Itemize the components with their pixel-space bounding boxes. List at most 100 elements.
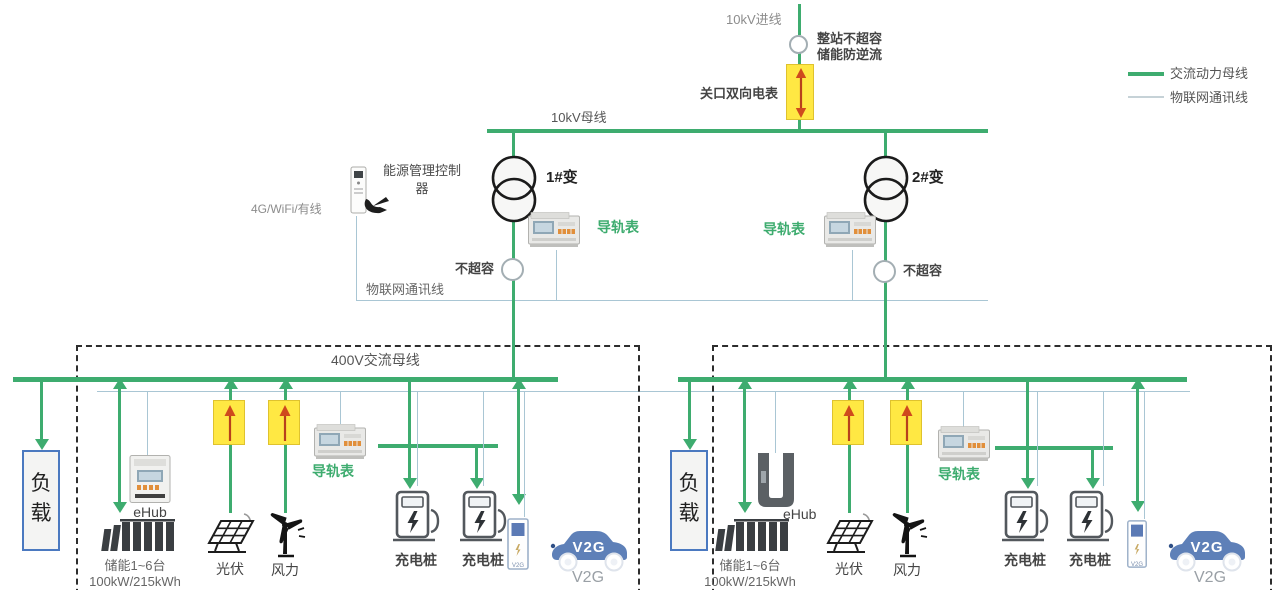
zone1-charger2-drop <box>475 446 478 479</box>
zone1-charger1-comm-stub <box>417 391 418 486</box>
zone1-v2g-line <box>517 388 520 495</box>
ems-controller-icon <box>341 166 393 216</box>
zone2-rail-meter-comm-stub <box>963 391 964 427</box>
no-overload-node-2 <box>873 260 896 283</box>
site-note-line2: 储能防逆流 <box>817 47 883 62</box>
zone1-pv-arrow-up <box>224 378 238 389</box>
zone1-wind-line <box>284 383 287 513</box>
zone2-pv-meter <box>832 400 864 445</box>
rail-meter2-comm-stub <box>852 250 853 300</box>
zone1-pv-line <box>229 383 232 513</box>
zone2-bus-400v <box>678 377 1187 382</box>
no-overload-label-2: 不超容 <box>903 263 943 278</box>
rail-meter2-icon <box>823 211 877 249</box>
gateway-meter-label: 关口双向电表 <box>700 86 779 101</box>
zone2-charger1-drop <box>1026 448 1029 479</box>
incoming-line-2 <box>798 53 801 65</box>
red-updown-arrow-icon <box>787 65 815 121</box>
incoming-line <box>798 4 801 35</box>
red-up-arrow-icon <box>214 401 246 446</box>
zone2-charger1-comm-stub <box>1037 391 1038 486</box>
legend-iot-label: 物联网通讯线 <box>1170 90 1249 105</box>
zone1-pv-icon <box>204 511 256 557</box>
transformer2-label: 2#变 <box>912 169 944 186</box>
incoming-line-3 <box>798 120 801 131</box>
ems-controller-label-line2: 器 <box>415 181 429 196</box>
zone1-bus-label: 400V交流母线 <box>331 352 420 368</box>
zone1-storage-arrow-up <box>113 378 127 389</box>
rail-meter1-comm-stub <box>556 250 557 300</box>
zone2-charger1-label: 充电桩 <box>1004 552 1046 568</box>
zone2-dashed-box <box>712 345 1272 590</box>
zone1-charger1-icon <box>392 489 442 546</box>
zone2-charger2-icon <box>1066 489 1116 546</box>
legend-ac-label: 交流动力母线 <box>1170 66 1249 81</box>
zone1-charger2-icon <box>459 489 509 546</box>
zone2-wind-label: 风力 <box>893 562 921 578</box>
zone2-pv-arrow-up <box>843 378 857 389</box>
red-up-arrow-icon <box>891 401 923 446</box>
zone1-wind-meter <box>268 400 300 445</box>
zone1-storage-label-line2: 100kW/215kWh <box>89 574 181 589</box>
transformer2-feeder-line <box>884 131 887 378</box>
zone2-v2g-label: V2G <box>1194 569 1227 586</box>
zone1-load-arrow <box>35 439 49 450</box>
red-up-arrow-icon <box>833 401 865 446</box>
zone1-ehub-comm-stub <box>147 391 148 455</box>
zone1-storage-label-line1: 储能1~6台 <box>104 558 166 573</box>
zone1-ehub-label: eHub <box>133 504 167 520</box>
zone1-charger1-arrow <box>403 478 417 489</box>
zone2-load-box: 负载 <box>670 450 708 551</box>
rail-meter1-label: 导轨表 <box>597 219 639 235</box>
zone1-storage-label: 储能1~6台 100kW/215kWh <box>84 558 186 590</box>
zone1-v2g-charger-label: V2G <box>511 563 524 569</box>
zone1-ehub-icon <box>127 454 173 504</box>
zone2-storage-arrow-up <box>738 378 752 389</box>
transformer1-label: 1#变 <box>546 169 578 186</box>
bus-10kv <box>487 129 988 133</box>
zone1-bus-400v <box>13 377 558 382</box>
zone1-charger2-comm-stub <box>483 391 484 486</box>
zone2-ehub-label: eHub <box>783 506 817 522</box>
zone1-pv-meter <box>213 400 245 445</box>
zone2-charger1-arrow <box>1021 478 1035 489</box>
zone1-load-box: 负载 <box>22 450 60 551</box>
zone1-load-drop <box>40 382 43 440</box>
no-overload-label-1: 不超容 <box>455 261 495 276</box>
zone2-rail-meter-icon <box>937 425 991 463</box>
controller-comm-drop <box>356 216 357 300</box>
zone2-v2g-car-text: V2G <box>1190 539 1224 556</box>
gateway-node <box>789 35 808 54</box>
incoming-label: 10kV进线 <box>726 12 782 27</box>
zone2-rail-meter-label: 导轨表 <box>938 466 980 482</box>
ems-controller-label-line1: 能源管理控制 <box>382 163 461 178</box>
zone2-v2g-arrow-down <box>1131 501 1145 512</box>
zone2-pv-line <box>848 383 851 513</box>
zone2-storage-label-line1: 储能1~6台 <box>719 558 781 573</box>
zone1-v2g-label: V2G <box>572 569 605 586</box>
zone1-charger-bus <box>378 444 498 448</box>
zone1-v2g-arrow-up <box>512 378 526 389</box>
site-note-line1: 整站不超容 <box>817 31 883 46</box>
zone2-storage-label: 储能1~6台 100kW/215kWh <box>699 558 801 590</box>
zone2-battery-icon <box>708 517 790 553</box>
zone1-rail-meter-label: 导轨表 <box>312 463 354 479</box>
zone1-v2g-comm-stub <box>524 391 525 517</box>
no-overload-node-1 <box>501 258 524 281</box>
zone2-v2g-comm-stub <box>1144 391 1145 519</box>
zone2-storage-arrow-down <box>738 502 752 513</box>
zone2-wind-meter <box>890 400 922 445</box>
rail-meter1-icon <box>527 211 581 249</box>
legend-iot-swatch <box>1128 96 1164 98</box>
zone1-dashed-box <box>76 345 640 590</box>
zone1-battery-icon <box>94 517 176 553</box>
zone2-charger-feeder <box>1026 382 1029 448</box>
connectivity-label: 4G/WiFi/有线 <box>251 202 322 216</box>
zone2-load-arrow <box>683 439 697 450</box>
bus-10kv-label: 10kV母线 <box>551 110 607 125</box>
zone2-storage-line <box>743 388 746 504</box>
legend-ac-swatch <box>1128 72 1164 76</box>
zone1-wind-label: 风力 <box>271 562 299 578</box>
zone2-pv-icon <box>823 511 875 557</box>
